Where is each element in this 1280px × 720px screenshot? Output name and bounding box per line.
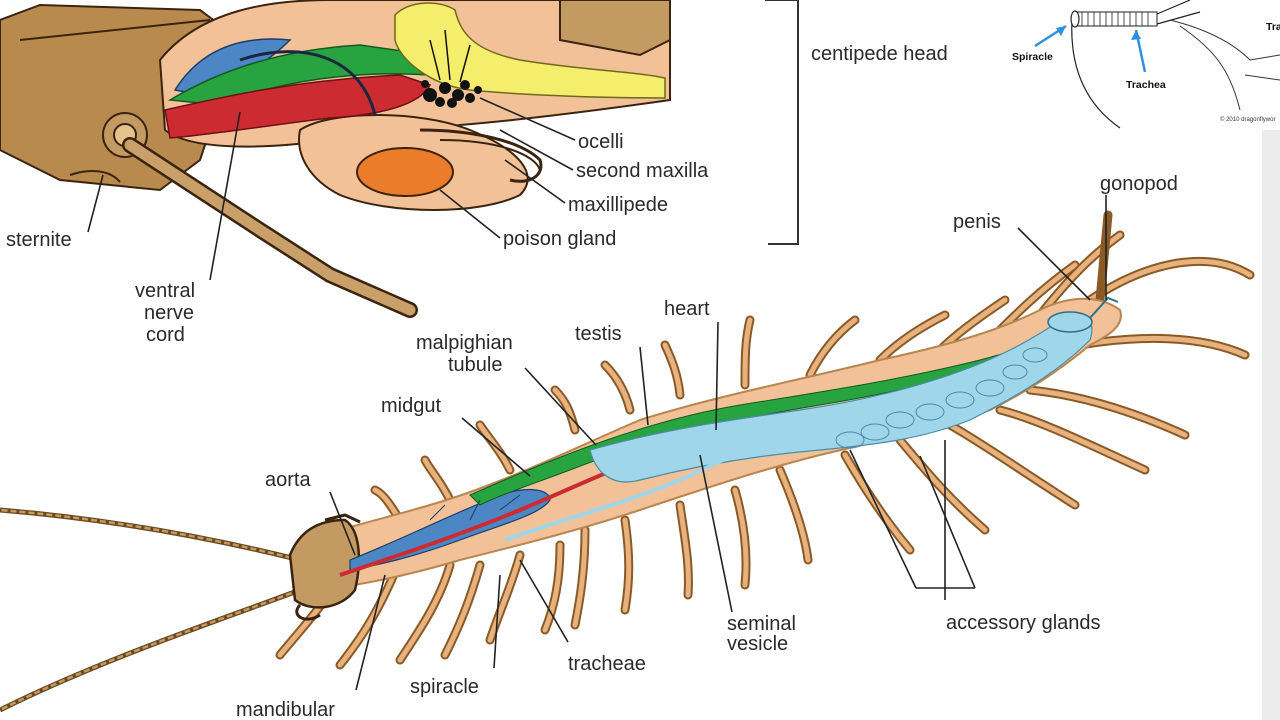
head-bracket	[765, 0, 799, 245]
label-tracheae: tracheae	[568, 653, 646, 675]
label-sternite: sternite	[6, 229, 72, 251]
label-ventral-nerve-cord-line1: ventral	[135, 280, 195, 302]
poison-gland-shape	[356, 147, 454, 197]
label-malpighian-tubule-line2: tubule	[448, 354, 503, 376]
label-accessory-glands: accessory glands	[946, 612, 1101, 634]
label-second-maxilla: second maxilla	[576, 160, 709, 182]
label-centipede-head: centipede head	[811, 43, 948, 65]
label-ventral-nerve-cord-line3: cord	[146, 324, 185, 346]
label-seminal-vesicle-line1: seminal	[727, 613, 796, 635]
right-gray-panel	[1262, 130, 1280, 720]
head-illustration	[0, 0, 671, 318]
seminal-vesicle-shape	[589, 311, 1093, 483]
label-poison-gland: poison gland	[503, 228, 616, 250]
inset-label-spiracle: Spiracle	[1012, 51, 1053, 63]
inset-label-trachea: Trachea	[1126, 79, 1166, 91]
label-heart: heart	[664, 298, 710, 320]
label-penis: penis	[953, 211, 1001, 233]
label-ocelli: ocelli	[578, 131, 624, 153]
trachea-inset: Spiracle Trachea Tra © 2010 dragonflywor	[1012, 0, 1280, 129]
body-leader-lines	[329, 195, 1107, 691]
label-testis: testis	[575, 323, 622, 345]
label-maxillipede: maxillipede	[568, 194, 668, 216]
label-midgut: midgut	[381, 395, 441, 417]
label-mandibular: mandibular	[236, 699, 335, 720]
label-gonopod: gonopod	[1100, 173, 1178, 195]
label-spiracle: spiracle	[410, 676, 479, 698]
inset-label-cut: Tra	[1266, 21, 1280, 33]
label-ventral-nerve-cord-line2: nerve	[144, 302, 194, 324]
inset-copyright: © 2010 dragonflywor	[1220, 116, 1275, 123]
head-leader-lines	[87, 97, 576, 281]
label-seminal-vesicle-line2: vesicle	[727, 633, 788, 655]
centipede-body	[0, 210, 1255, 713]
label-aorta: aorta	[265, 469, 311, 491]
label-malpighian-tubule-line1: malpighian	[416, 332, 513, 354]
